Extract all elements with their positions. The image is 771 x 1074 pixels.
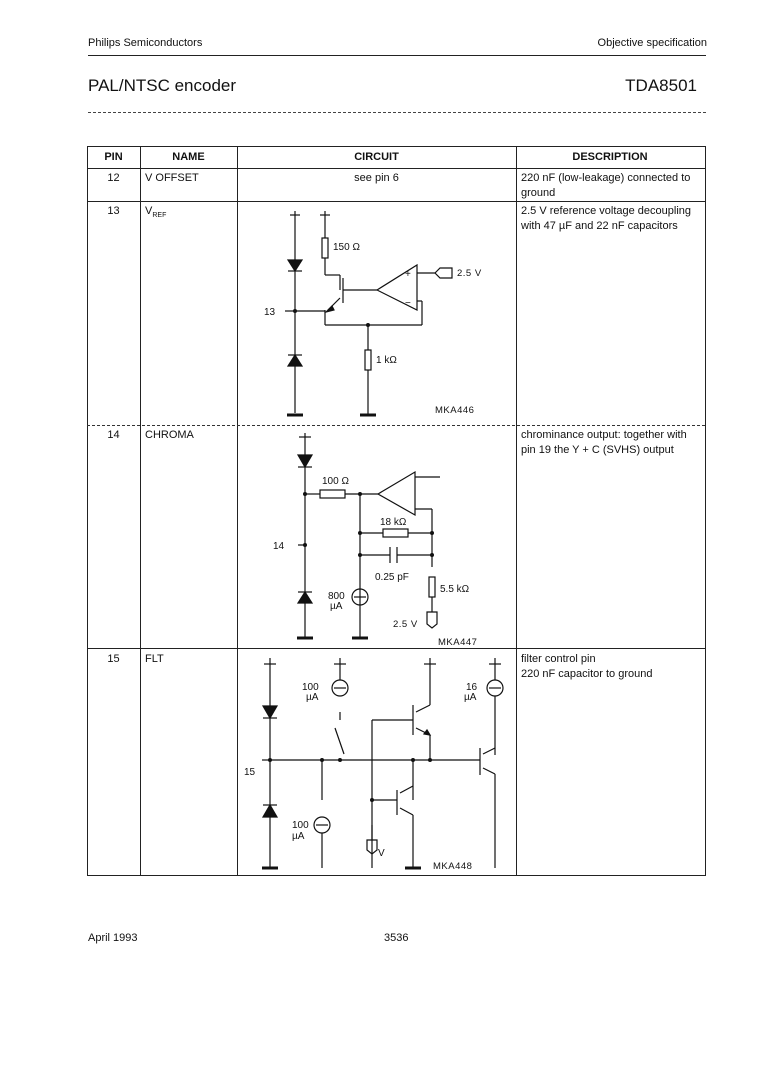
row12-name: V OFFSET <box>145 172 199 184</box>
product-title: PAL/NTSC encoder <box>88 76 237 95</box>
col-description: DESCRIPTION <box>572 151 648 163</box>
header-rule <box>88 55 706 56</box>
svg-text:−: − <box>405 298 411 309</box>
part-number: TDA8501 <box>625 76 697 95</box>
col-circuit: CIRCUIT <box>354 151 399 163</box>
row12-pin: 12 <box>107 172 120 184</box>
row13-pin: 13 <box>107 205 120 217</box>
c14-pin-label: 14 <box>273 541 285 552</box>
circuit-flt-schematic: 15 100 µA 100 µA V 16 µA MKA448 <box>244 658 504 872</box>
c13-vref-label: 2.5 V <box>457 268 482 279</box>
row15-name: FLT <box>145 653 164 665</box>
col-name: NAME <box>172 151 205 163</box>
circuit-vref-schematic: 150 Ω + − 2.5 V 13 1 kΩ MKA446 <box>264 211 482 417</box>
c14-res3-label: 5.5 kΩ <box>440 584 470 595</box>
svg-text:100: 100 <box>302 682 319 693</box>
svg-text:800: 800 <box>328 591 345 602</box>
svg-text:µA: µA <box>330 601 343 612</box>
circuit-chroma-schematic: 100 Ω 18 kΩ 0.25 pF 14 5.5 kΩ 2.5 V 800 … <box>273 433 477 647</box>
col-pin: PIN <box>104 151 123 163</box>
c14-figure-id: MKA447 <box>438 637 477 647</box>
spec-type: Objective specification <box>597 37 707 49</box>
svg-text:µA: µA <box>306 692 319 703</box>
row14-pin: 14 <box>107 429 120 441</box>
row12-circuit: see pin 6 <box>354 172 399 184</box>
row15-pin: 15 <box>107 653 120 665</box>
svg-text:µA: µA <box>464 692 477 703</box>
c14-res2-label: 18 kΩ <box>380 517 407 528</box>
c15-pin-label: 15 <box>244 767 256 778</box>
row14-description: chrominance output: together with pin 19… <box>521 429 687 456</box>
row12-description: 220 nF (low-leakage) connected to ground <box>521 172 691 199</box>
title-rule <box>88 112 706 113</box>
page-number: 3536 <box>384 932 409 944</box>
c14-res1-label: 100 Ω <box>322 476 349 487</box>
footer-date: April 1993 <box>88 932 138 944</box>
svg-text:100: 100 <box>292 820 309 831</box>
c13-res1-label: 150 Ω <box>333 242 360 253</box>
c13-figure-id: MKA446 <box>435 405 474 416</box>
pin-table <box>87 146 706 876</box>
company-name: Philips Semiconductors <box>88 37 203 49</box>
row13-description: 2.5 V reference voltage decoupling with … <box>521 205 692 232</box>
svg-text:µA: µA <box>292 831 305 842</box>
c14-vref-label: 2.5 V <box>393 619 418 630</box>
svg-text:16: 16 <box>466 682 478 693</box>
c13-pin-label: 13 <box>264 307 276 318</box>
c13-res2-label: 1 kΩ <box>376 355 397 366</box>
row14-name: CHROMA <box>145 429 194 441</box>
svg-text:+: + <box>405 269 411 280</box>
c15-figure-id: MKA448 <box>433 861 472 872</box>
row15-description: filter control pin 220 nF capacitor to g… <box>521 653 653 680</box>
svg-text:V: V <box>378 848 385 859</box>
c14-cap-label: 0.25 pF <box>375 572 409 583</box>
row13-name: VREF <box>145 205 167 220</box>
